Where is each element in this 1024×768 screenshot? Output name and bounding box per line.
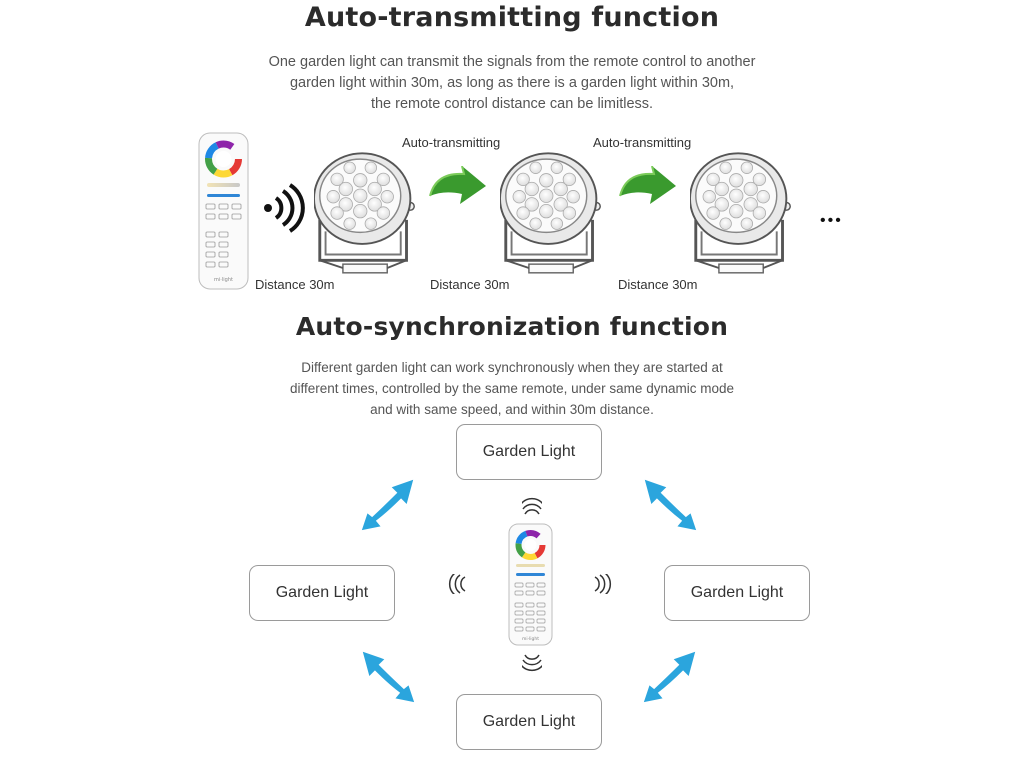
- sync-arrow-icon: [361, 479, 414, 531]
- section2-description: Different garden light can work synchron…: [0, 357, 1024, 420]
- signal-waves-icon: [522, 497, 542, 515]
- section1-desc-line-2: garden light within 30m, as long as ther…: [289, 75, 735, 91]
- garden-light-box-left: Garden Light: [249, 565, 395, 621]
- signal-waves-icon: [448, 574, 466, 594]
- remote-control-icon: mi·light: [198, 132, 249, 290]
- ellipsis-icon: •••: [820, 212, 843, 229]
- garden-light-icon: [500, 152, 602, 275]
- signal-waves-icon: [264, 183, 305, 233]
- sync-arrow-icon: [644, 479, 697, 531]
- section1-desc-line-1: One garden light can transmit the signal…: [268, 54, 756, 70]
- garden-light-box-top: Garden Light: [456, 424, 602, 480]
- section1-title: Auto-transmitting function: [304, 2, 720, 33]
- section2-desc-line-3: and with same speed, and within 30m dist…: [370, 402, 654, 417]
- section2-desc-line-2: different times, controlled by the same …: [290, 381, 734, 396]
- auto-transmitting-label: Auto-transmitting: [402, 135, 501, 150]
- sync-arrow-icon: [362, 651, 415, 703]
- distance-label: Distance 30m: [430, 277, 510, 292]
- garden-light-icon: [690, 152, 792, 275]
- remote-brand-logo: mi·light: [214, 277, 233, 283]
- section2-title: Auto-synchronization function: [295, 312, 729, 341]
- distance-label: Distance 30m: [618, 277, 698, 292]
- section1-desc-line-3: the remote control distance can be limit…: [370, 96, 654, 112]
- garden-light-icon: [314, 152, 416, 275]
- auto-transmitting-label: Auto-transmitting: [593, 135, 692, 150]
- garden-light-box-bottom: Garden Light: [456, 694, 602, 750]
- green-arrow-icon: [429, 166, 487, 205]
- remote-control-icon: mi·light: [508, 523, 553, 646]
- signal-waves-icon: [594, 574, 612, 594]
- signal-waves-icon: [522, 654, 542, 672]
- distance-label: Distance 30m: [255, 277, 335, 292]
- section2-desc-line-1: Different garden light can work synchron…: [301, 360, 723, 375]
- sync-arrow-icon: [643, 651, 696, 703]
- section1-description: One garden light can transmit the signal…: [0, 52, 1024, 115]
- garden-light-box-right: Garden Light: [664, 565, 810, 621]
- remote-brand-logo: mi·light: [522, 636, 539, 642]
- green-arrow-icon: [619, 166, 677, 205]
